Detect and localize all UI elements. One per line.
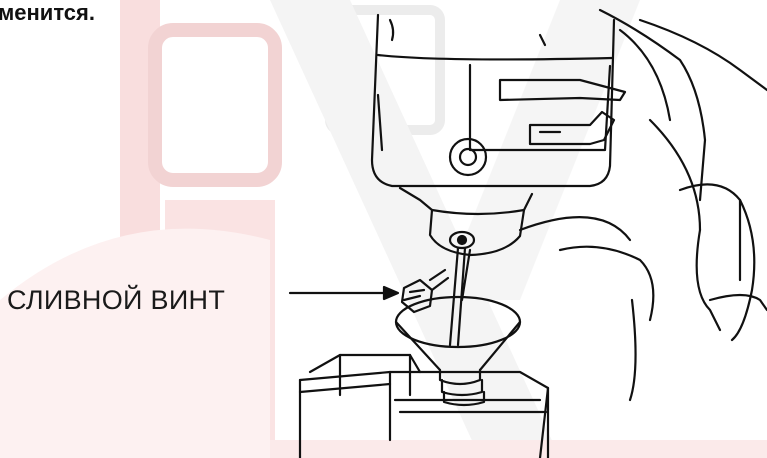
fuel-can-icon — [300, 355, 548, 458]
funnel-icon — [396, 297, 520, 405]
drain-screw-label: СЛИВНОЙ ВИНТ — [7, 285, 225, 316]
heading-fragment: менится. — [0, 0, 95, 26]
carburetor-icon — [372, 15, 625, 255]
callout-arrow-icon — [290, 287, 398, 299]
engine-frame-icon — [520, 10, 767, 400]
